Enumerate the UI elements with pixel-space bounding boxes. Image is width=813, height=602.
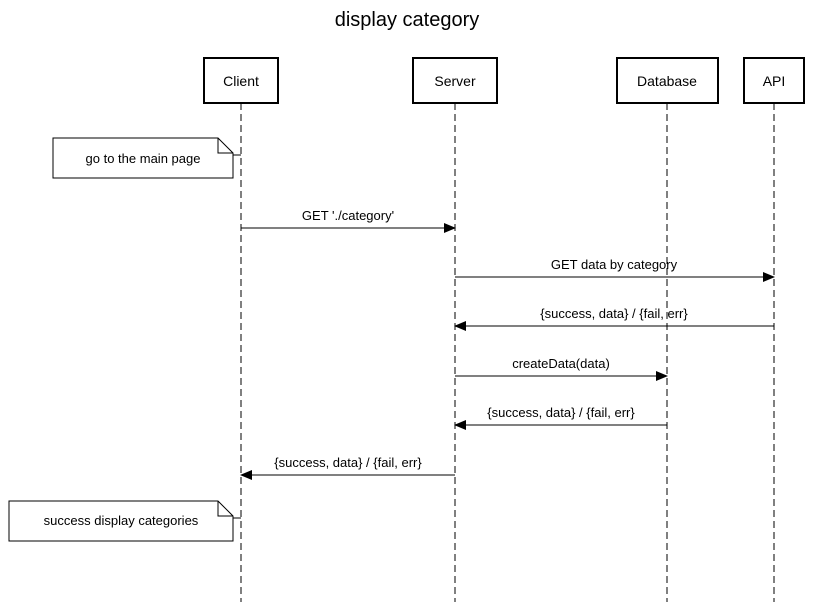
- message-api-response: {success, data} / {fail, err}: [454, 306, 774, 331]
- message-server-response: {success, data} / {fail, err}: [240, 455, 455, 480]
- note-label: go to the main page: [86, 151, 201, 166]
- participant-server: Server: [412, 57, 498, 104]
- participant-database-label: Database: [637, 73, 697, 89]
- participant-api: API: [743, 57, 805, 104]
- message-create-data: createData(data): [455, 356, 668, 381]
- message-label: {success, data} / {fail, err}: [487, 405, 635, 420]
- participant-database: Database: [616, 57, 719, 104]
- message-label: GET data by category: [551, 257, 678, 272]
- participant-client: Client: [203, 57, 279, 104]
- note-go-to-main-page: go to the main page: [52, 137, 241, 179]
- participant-api-label: API: [763, 73, 786, 89]
- message-label: {success, data} / {fail, err}: [274, 455, 422, 470]
- message-label: GET './category': [302, 208, 394, 223]
- message-get-data-by-category: GET data by category: [455, 257, 775, 282]
- note-success-display-categories: success display categories: [8, 500, 241, 542]
- message-get-category: GET './category': [241, 208, 456, 233]
- message-label: {success, data} / {fail, err}: [540, 306, 688, 321]
- note-label: success display categories: [44, 513, 199, 528]
- message-label: createData(data): [512, 356, 610, 371]
- participant-server-label: Server: [434, 73, 476, 89]
- diagram-title: display category: [335, 9, 480, 31]
- participant-client-label: Client: [223, 73, 259, 89]
- message-database-response: {success, data} / {fail, err}: [454, 405, 667, 430]
